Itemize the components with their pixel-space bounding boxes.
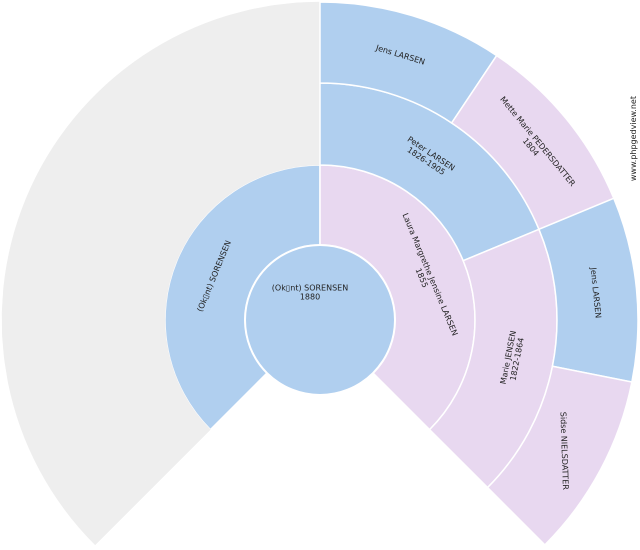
person-dates: 1880 [300, 293, 320, 302]
person-name: Sidse NIELSDATTER [558, 412, 570, 491]
ancestor-segment[interactable] [486, 365, 633, 546]
watermark: www.phpgedview.net [629, 96, 638, 182]
person-label: Sidse NIELSDATTER [558, 412, 570, 491]
person-name: (Ok▯nt) SORENSEN [272, 284, 348, 293]
root-person-circle[interactable] [244, 244, 396, 396]
